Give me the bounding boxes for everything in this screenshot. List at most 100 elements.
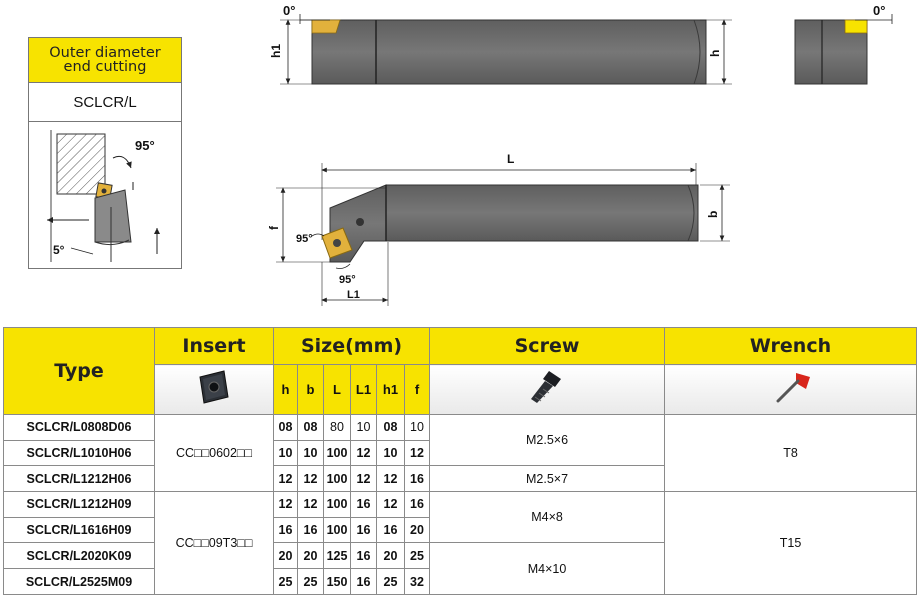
side-view — [280, 14, 732, 85]
type-prefix: SCLCR/L — [26, 445, 81, 460]
operation-card: Outer diameter end cutting SCLCR/L 95° 5… — [28, 37, 182, 269]
wrench-cell: T8 — [664, 413, 917, 493]
cell-L1: 16 — [350, 542, 377, 570]
size-col-L1: L1 — [350, 364, 377, 415]
cell-h1: 08 — [376, 413, 405, 441]
h1-label: h1 — [269, 44, 283, 58]
type-cell: SCLCR/L0808D06 — [3, 413, 155, 441]
type-code: 2525M09 — [80, 574, 133, 589]
top-view — [276, 163, 730, 306]
cell-h: 08 — [273, 413, 298, 441]
cell-f: 16 — [403, 491, 431, 518]
cell-h1: 16 — [376, 516, 405, 544]
type-cell: SCLCR/L2525M09 — [3, 568, 155, 595]
operation-title-line2: end cutting — [63, 59, 147, 75]
size-col-f: f — [403, 364, 431, 415]
type-code: 1212H06 — [80, 471, 132, 486]
tool-drawing: 0° h1 h 0° — [267, 3, 893, 306]
type-prefix: SCLCR/L — [26, 523, 81, 538]
type-code: 1212H09 — [80, 497, 132, 512]
operation-diagram: 95° 5° — [29, 122, 181, 268]
type-cell: SCLCR/L1010H06 — [3, 439, 155, 467]
type-code: 0808D06 — [80, 420, 132, 435]
insert-side-shape — [311, 19, 341, 34]
type-code: 1010H06 — [80, 445, 132, 460]
cell-b: 16 — [297, 516, 324, 544]
side-angle-label: 0° — [283, 3, 295, 18]
cell-L: 100 — [323, 516, 351, 544]
insert-cell: CC□□09T3□□ — [154, 491, 274, 595]
size-col-L: L — [323, 364, 351, 415]
cell-h: 16 — [273, 516, 298, 544]
cell-L1: 12 — [350, 439, 377, 467]
cell-h: 20 — [273, 542, 298, 570]
cell-L1: 16 — [350, 516, 377, 544]
table-row: SCLCR/L1010H06 10 10 100 12 10 12 — [3, 439, 917, 467]
cell-L1: 16 — [350, 491, 377, 518]
cell-f: 10 — [403, 413, 431, 441]
cell-f: 20 — [403, 516, 431, 544]
cell-f: 16 — [403, 465, 431, 492]
cell-h: 12 — [273, 491, 298, 518]
cell-L1: 16 — [350, 568, 377, 595]
angle-b-label: 95° — [339, 274, 356, 286]
angle-a-label: 95° — [296, 233, 313, 245]
L1-label: L1 — [347, 289, 360, 301]
screw-cell: M2.5×6 — [429, 413, 666, 467]
cell-h1: 12 — [376, 491, 405, 518]
type-prefix: SCLCR/L — [25, 574, 81, 589]
cell-h: 12 — [273, 465, 298, 492]
cell-b: 20 — [297, 542, 324, 570]
size-col-b: b — [297, 364, 324, 415]
table-row: SCLCR/L2525M09 25 25 150 16 25 32 — [3, 568, 917, 595]
type-cell: SCLCR/L1616H09 — [3, 516, 155, 544]
wrench-cell: T15 — [664, 491, 917, 595]
table-row: SCLCR/L1212H09 CC□□09T3□□ 12 12 100 16 1… — [3, 490, 917, 595]
b-label: b — [706, 211, 720, 218]
cell-h1: 25 — [376, 568, 405, 595]
insert-image-cell — [154, 364, 274, 415]
cell-b: 08 — [297, 413, 324, 441]
wrench-image-cell — [664, 364, 917, 415]
header-size: Size(mm) — [272, 326, 431, 366]
size-col-h: h — [273, 364, 298, 415]
L-label: L — [507, 152, 514, 166]
screw-cell: M4×10 — [429, 542, 666, 595]
type-prefix: SCLCR/L — [26, 420, 81, 435]
type-prefix: SCLCR/L — [26, 497, 81, 512]
screw-image-cell — [429, 364, 666, 415]
table-row: SCLCR/L2020K09 20 20 125 16 20 25 M4×10 — [3, 542, 917, 595]
cell-b: 12 — [297, 465, 324, 492]
cell-h1: 10 — [376, 439, 405, 467]
cell-L1: 10 — [350, 413, 377, 441]
cell-L: 100 — [323, 491, 351, 518]
type-prefix: SCLCR/L — [26, 548, 81, 563]
header-type: Type — [3, 327, 155, 415]
h-label: h — [708, 50, 722, 57]
operation-title: Outer diameter end cutting — [29, 38, 181, 83]
cell-h1: 20 — [376, 542, 405, 570]
cell-L: 100 — [323, 439, 351, 467]
cell-h: 25 — [273, 568, 298, 595]
type-cell: SCLCR/L1212H06 — [3, 465, 155, 492]
spec-table: Type Insert Size(mm) Screw Wrench h b L … — [3, 326, 917, 595]
type-code: 2020K09 — [80, 548, 132, 563]
type-cell: SCLCR/L1212H09 — [3, 491, 155, 518]
size-col-h1: h1 — [376, 364, 405, 415]
end-angle-label: 0° — [873, 3, 885, 18]
cell-f: 25 — [403, 542, 431, 570]
cell-f: 12 — [403, 439, 431, 467]
table-row: SCLCR/L0808D06 CC□□0602□□ 08 08 80 10 08… — [3, 413, 917, 493]
screw-cell: M4×8 — [429, 490, 666, 544]
cell-b: 10 — [297, 439, 324, 467]
cell-L1: 12 — [350, 465, 377, 492]
cell-b: 12 — [297, 491, 324, 518]
cell-h: 10 — [273, 439, 298, 467]
cell-f: 32 — [403, 568, 431, 595]
header-insert: Insert — [154, 326, 274, 366]
cell-b: 25 — [297, 568, 324, 595]
cell-L: 80 — [323, 413, 351, 441]
header-wrench: Wrench — [664, 326, 917, 366]
operation-angle-small: 5° — [53, 243, 65, 257]
type-cell: SCLCR/L2020K09 — [3, 542, 155, 570]
